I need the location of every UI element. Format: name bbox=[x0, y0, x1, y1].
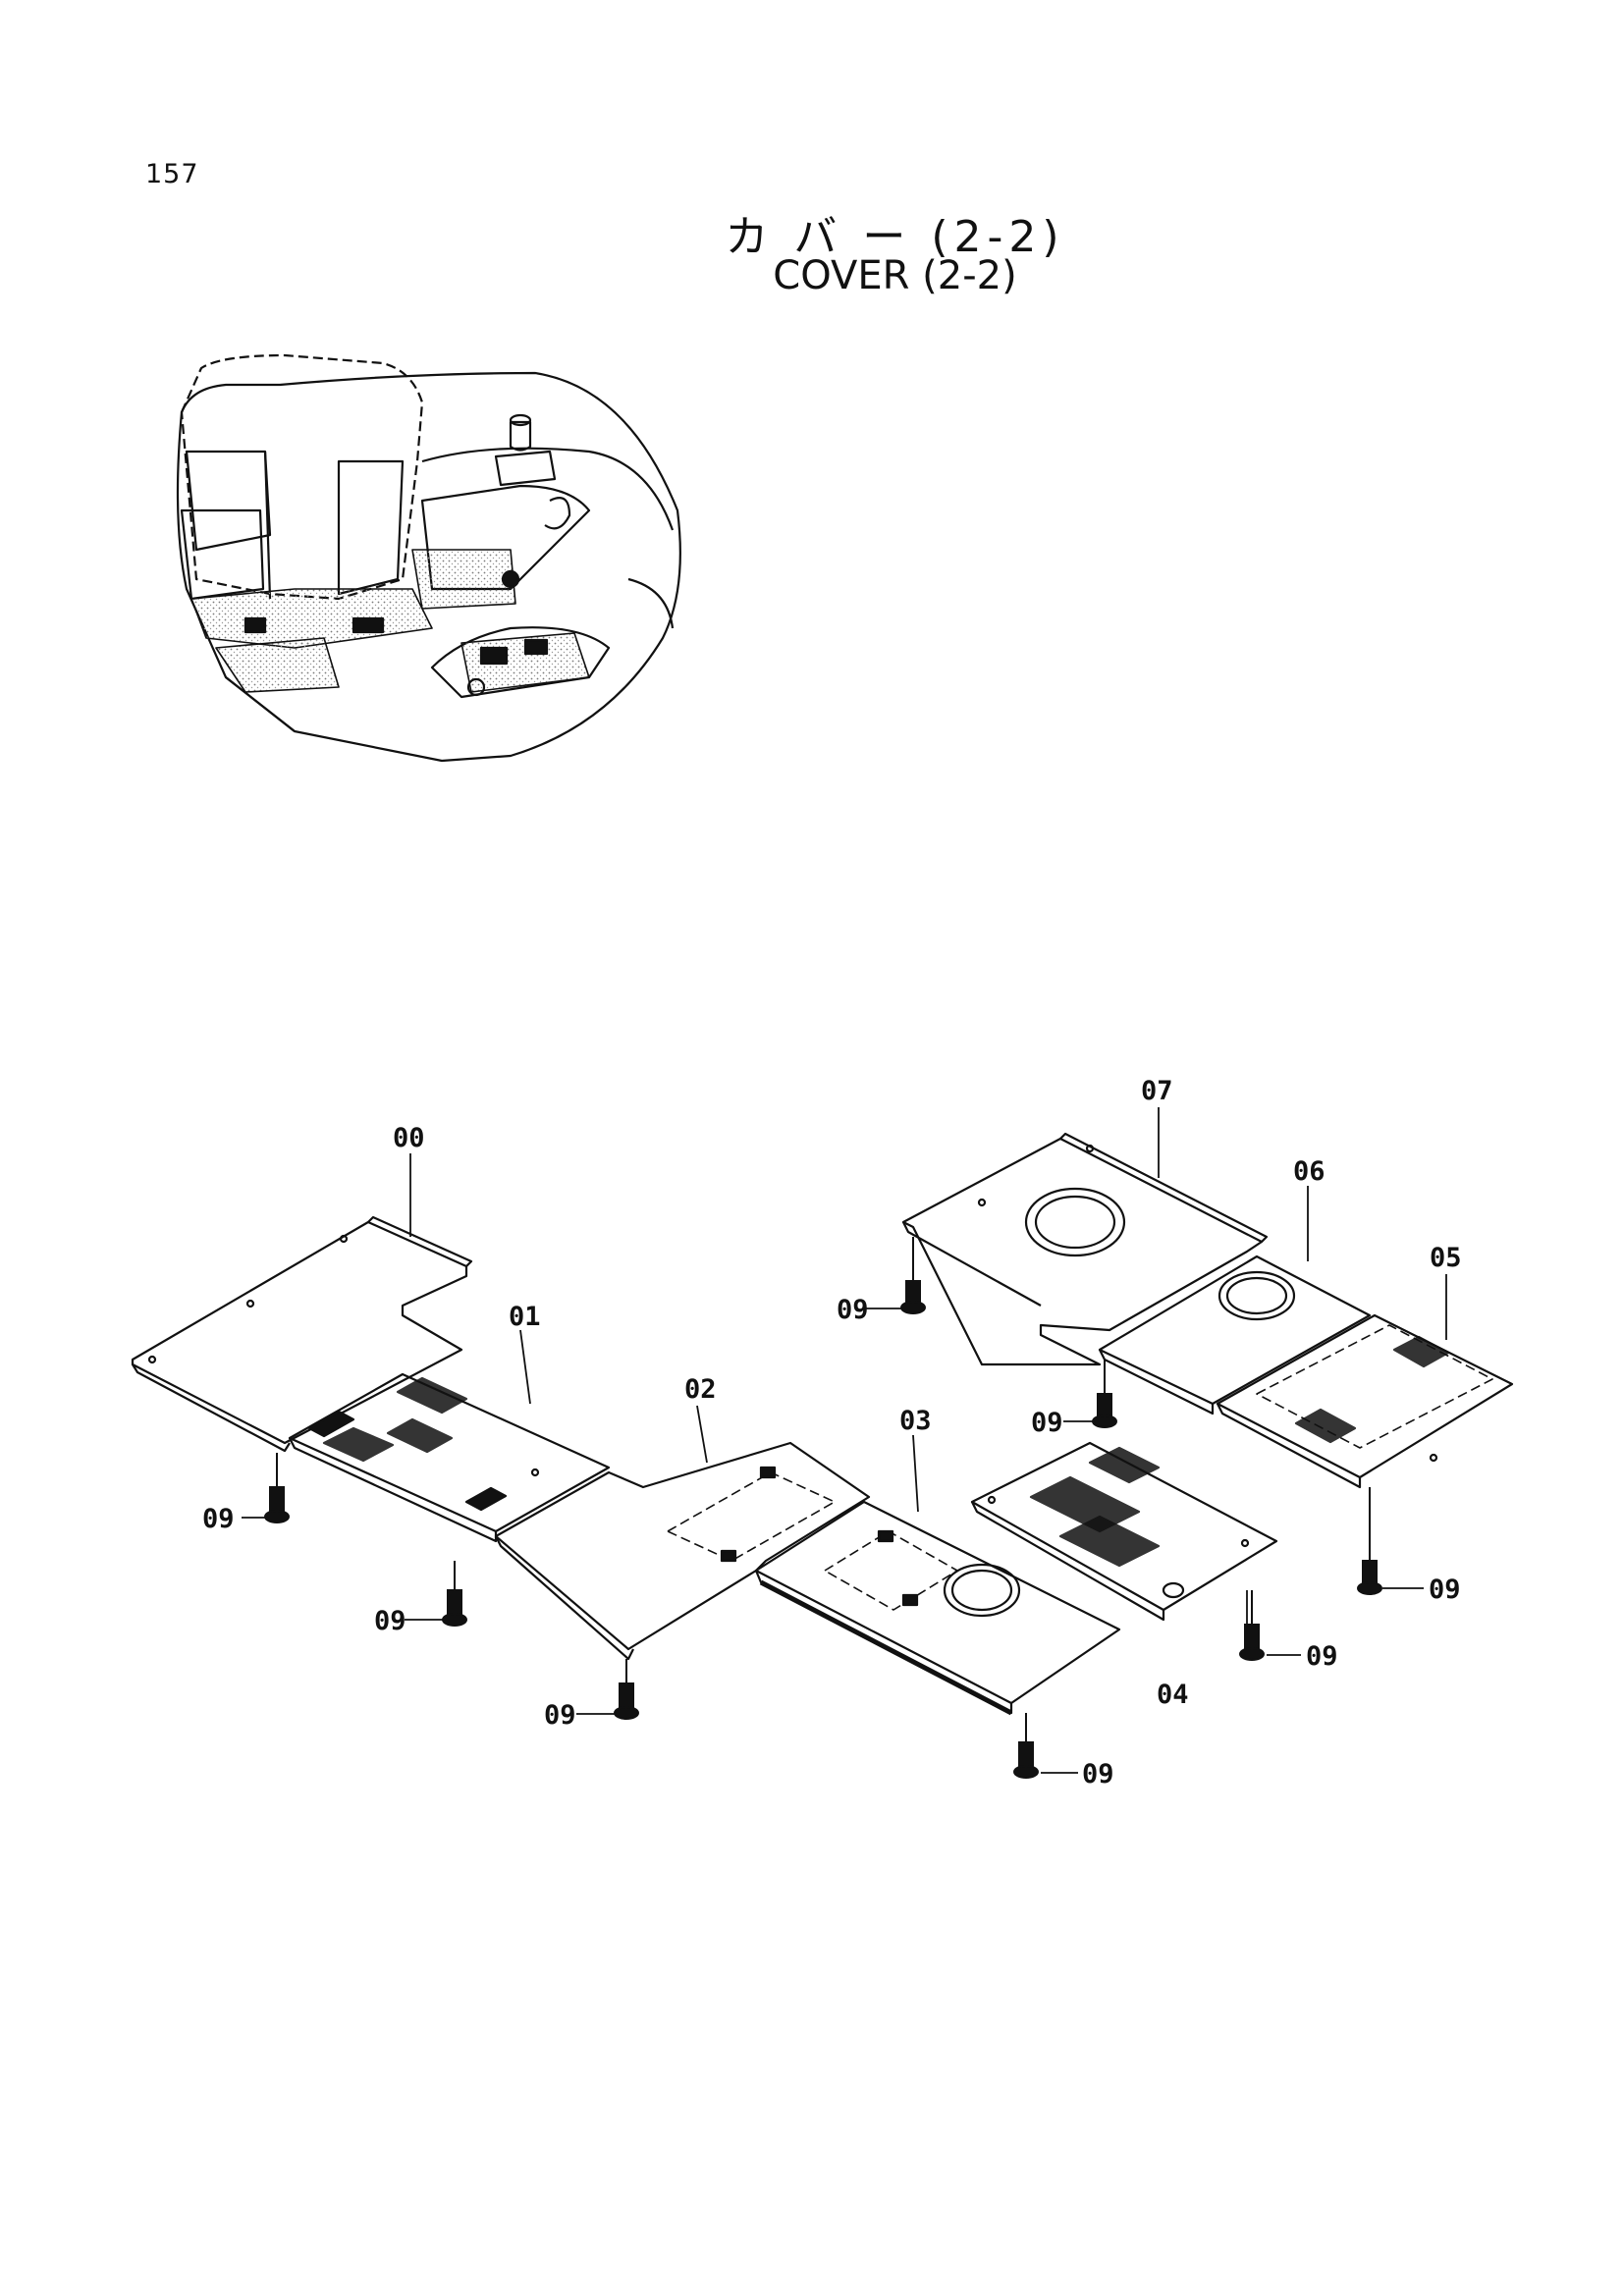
cover-plate-05 bbox=[1216, 1313, 1514, 1489]
bolt-icon bbox=[1239, 1590, 1265, 1661]
cover-plate-03 bbox=[754, 1500, 1121, 1716]
page-number: 157 bbox=[145, 159, 199, 189]
callout-05: 05 bbox=[1430, 1243, 1462, 1273]
callout-03: 03 bbox=[899, 1406, 932, 1436]
bolt-icon bbox=[442, 1561, 467, 1627]
callout-06: 06 bbox=[1293, 1156, 1325, 1187]
cover-plate-04 bbox=[970, 1441, 1278, 1622]
callout-09: 09 bbox=[1082, 1759, 1114, 1789]
callout-04: 04 bbox=[1157, 1680, 1189, 1710]
bolt-icon bbox=[900, 1237, 926, 1314]
machine-overview-illustration bbox=[176, 353, 681, 763]
bolt-icon bbox=[1092, 1360, 1117, 1428]
bolt-icon bbox=[1013, 1713, 1039, 1779]
title-english: COVER (2-2) bbox=[773, 253, 1017, 298]
bolts-09 bbox=[264, 1237, 1382, 1779]
cover-plate-01 bbox=[288, 1372, 611, 1543]
bolt-icon bbox=[264, 1453, 290, 1523]
callout-09: 09 bbox=[1429, 1575, 1461, 1605]
cover-plate-07 bbox=[901, 1132, 1269, 1366]
cover-plate-02 bbox=[494, 1441, 871, 1661]
bolt-icon bbox=[1357, 1487, 1382, 1595]
cover-plate-00 bbox=[131, 1215, 473, 1453]
cover-plate-06 bbox=[1098, 1255, 1372, 1415]
callout-09: 09 bbox=[202, 1504, 235, 1534]
callout-01: 01 bbox=[509, 1302, 541, 1332]
callout-09: 09 bbox=[837, 1295, 869, 1325]
callout-09: 09 bbox=[1306, 1641, 1338, 1672]
bolt-icon bbox=[614, 1659, 639, 1720]
callout-00: 00 bbox=[393, 1123, 425, 1153]
callout-09: 09 bbox=[374, 1606, 406, 1636]
title-japanese: カ バ ー (2-2) bbox=[725, 212, 1065, 262]
callout-09: 09 bbox=[1031, 1408, 1063, 1438]
cover-plates bbox=[131, 1132, 1514, 1716]
callout-labels: 00 01 02 03 04 05 06 07 09 09 09 09 09 0… bbox=[202, 1076, 1462, 1789]
callout-09: 09 bbox=[544, 1700, 576, 1731]
callout-02: 02 bbox=[684, 1374, 717, 1405]
callout-07: 07 bbox=[1141, 1076, 1173, 1106]
leader-lines bbox=[242, 1107, 1447, 1774]
